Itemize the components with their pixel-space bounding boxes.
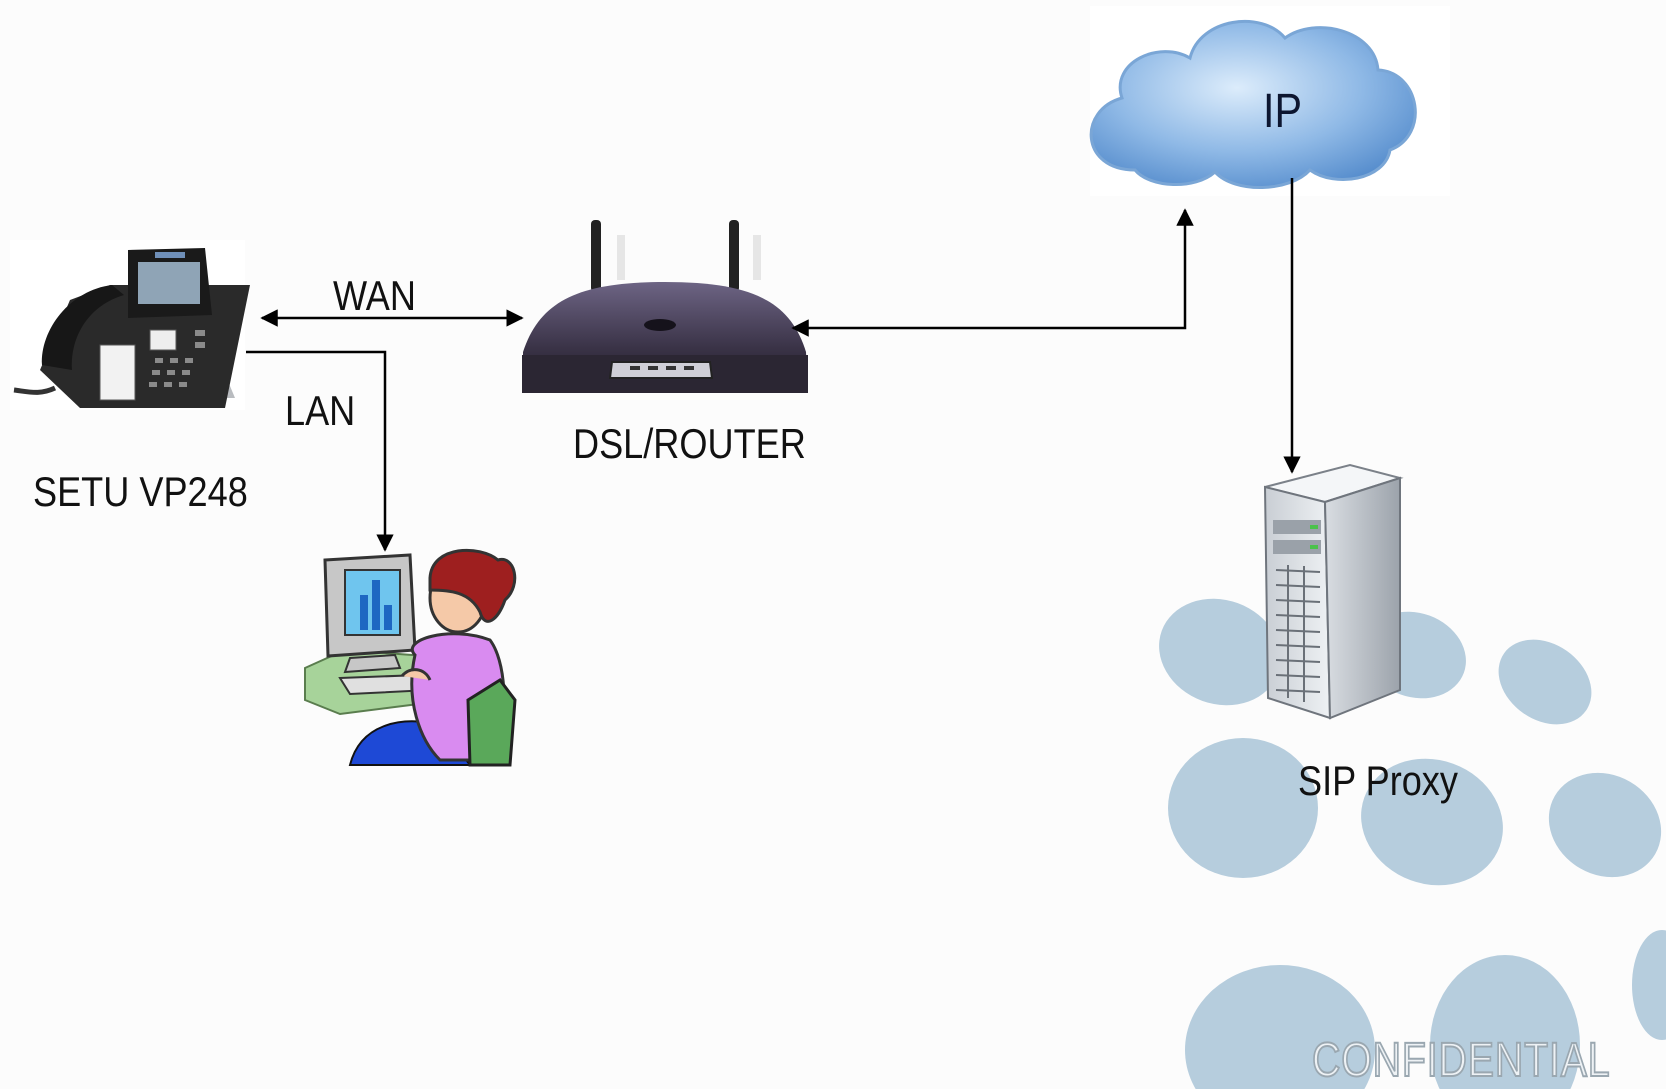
phone-label: SETU VP248 bbox=[33, 468, 248, 515]
ip-cloud-label: IP bbox=[1263, 85, 1303, 138]
sip-proxy-label: SIP Proxy bbox=[1298, 757, 1458, 804]
sip-proxy-server-icon bbox=[1263, 463, 1404, 720]
lan-link-label: LAN bbox=[285, 387, 356, 434]
workstation-user-icon bbox=[304, 548, 517, 767]
lan-link-arrow bbox=[246, 350, 394, 552]
dsl-router-icon bbox=[522, 220, 808, 393]
confidential-watermark: CONFIDENTIAL bbox=[1311, 1033, 1611, 1088]
ip-cloud-icon bbox=[1089, 6, 1450, 196]
background-decoration bbox=[1159, 598, 1666, 1089]
router-label: DSL/ROUTER bbox=[573, 420, 806, 467]
wan-link-label: WAN bbox=[333, 272, 416, 319]
connections bbox=[246, 178, 1301, 552]
router-to-ip-arrow bbox=[791, 208, 1194, 337]
desk-phone-icon bbox=[10, 240, 250, 410]
